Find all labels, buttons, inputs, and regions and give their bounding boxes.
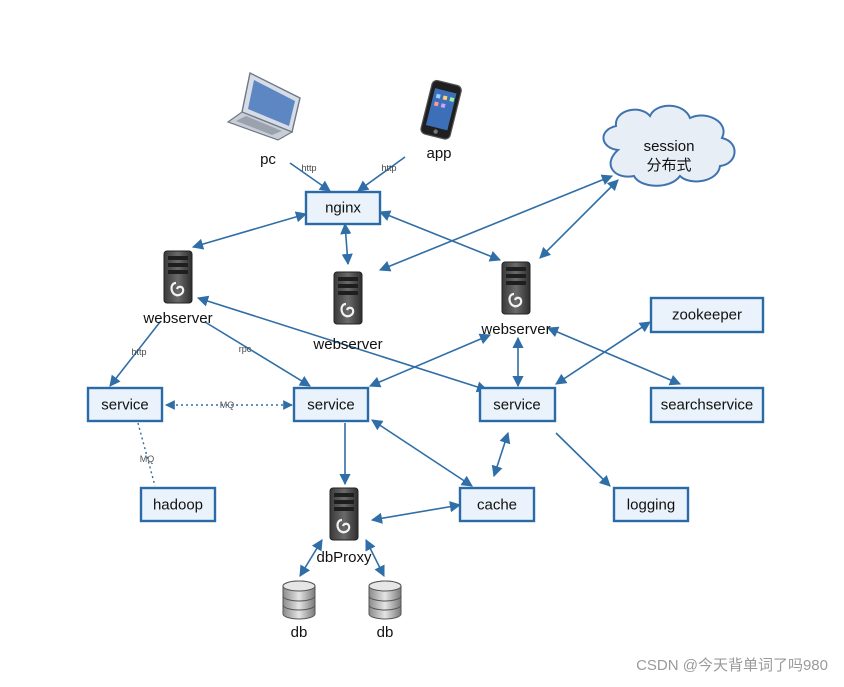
edge-label-ws-service-http: http [131, 347, 146, 357]
edges [109, 156, 682, 578]
edge-dbproxy-db-left [299, 539, 323, 577]
node-pc: pc [226, 71, 301, 168]
zookeeper-box[interactable]: zookeeper [649, 296, 765, 334]
webserver-mid-label: webserver [312, 336, 382, 353]
edge-label-app-http: http [381, 163, 396, 173]
server-icon [162, 249, 194, 305]
edge-pc-nginx [289, 162, 331, 192]
hadoop-label: hadoop [153, 497, 203, 514]
session-line2: 分布式 [646, 157, 691, 174]
nginx-box[interactable]: nginx [304, 190, 382, 226]
node-webserver-right: webserver [480, 260, 551, 338]
hadoop-box[interactable]: hadoop [139, 486, 217, 523]
cache-label: cache [477, 497, 517, 514]
edge-dbproxy-db-right [365, 538, 385, 578]
db-left-label: db [291, 624, 308, 641]
pc-label: pc [260, 151, 276, 168]
edge-webserver-left-service-left [109, 321, 161, 387]
edge-service-left-hadoop-mq [137, 422, 156, 487]
node-dbproxy: dbProxy [316, 486, 372, 566]
nginx-label: nginx [325, 200, 361, 217]
edge-label-hadoop-mq: MQ [140, 454, 155, 464]
session-line1: session [644, 138, 695, 155]
edge-cache-dbproxy [370, 501, 462, 524]
edge-label-pc-http: http [301, 163, 316, 173]
edge-label-service-mq: MQ [220, 400, 235, 410]
edge-nginx-webserver-mid [340, 222, 353, 266]
service-right-box[interactable]: service [478, 386, 557, 423]
cloud-icon [602, 104, 736, 187]
edge-label-ws-service-rpc: rpc [239, 344, 252, 354]
smartphone-icon [420, 79, 462, 140]
node-session: session 分布式 [602, 104, 736, 187]
service-left-label: service [101, 397, 149, 414]
edge-service-right-logging [555, 432, 611, 487]
csdn-watermark: CSDN @今天背单词了吗980 [636, 657, 828, 674]
searchservice-label: searchservice [661, 397, 754, 414]
edge-app-nginx [357, 156, 406, 192]
node-db-right: db [368, 580, 402, 641]
edge-webserver-left-service-mid [204, 321, 311, 387]
app-label: app [426, 145, 451, 162]
webserver-left-label: webserver [142, 310, 212, 327]
service-mid-box[interactable]: service [292, 386, 370, 423]
edge-session-webserver-mid [378, 174, 614, 272]
edge-zookeeper-service-right [555, 321, 651, 385]
service-left-box[interactable]: service [86, 386, 164, 423]
server-icon [332, 270, 364, 326]
logging-label: logging [627, 497, 675, 514]
node-app: app [420, 79, 462, 162]
edge-service-mid-cache [371, 419, 473, 487]
zookeeper-label: zookeeper [672, 307, 742, 324]
server-icon [328, 486, 360, 542]
edge-labels: http http http rpc MQ MQ [131, 163, 396, 464]
service-mid-label: service [307, 397, 355, 414]
cache-box[interactable]: cache [458, 486, 536, 523]
edge-nginx-webserver-left [191, 211, 308, 250]
node-webserver-mid: webserver [312, 270, 383, 353]
service-right-label: service [493, 397, 541, 414]
searchservice-box[interactable]: searchservice [649, 386, 765, 424]
database-icon [282, 580, 316, 620]
edge-webserver-right-service-mid [368, 333, 492, 388]
edge-service-right-cache [491, 431, 511, 478]
node-db-left: db [282, 580, 316, 641]
webserver-right-label: webserver [480, 321, 550, 338]
database-icon [368, 580, 402, 620]
laptop-icon [226, 71, 301, 141]
edge-session-webserver-right [539, 179, 619, 259]
logging-box[interactable]: logging [612, 486, 690, 523]
edge-nginx-webserver-right [378, 210, 502, 262]
dbproxy-label: dbProxy [316, 549, 372, 566]
node-webserver-left: webserver [142, 249, 213, 327]
db-right-label: db [377, 624, 394, 641]
server-icon [500, 260, 532, 316]
